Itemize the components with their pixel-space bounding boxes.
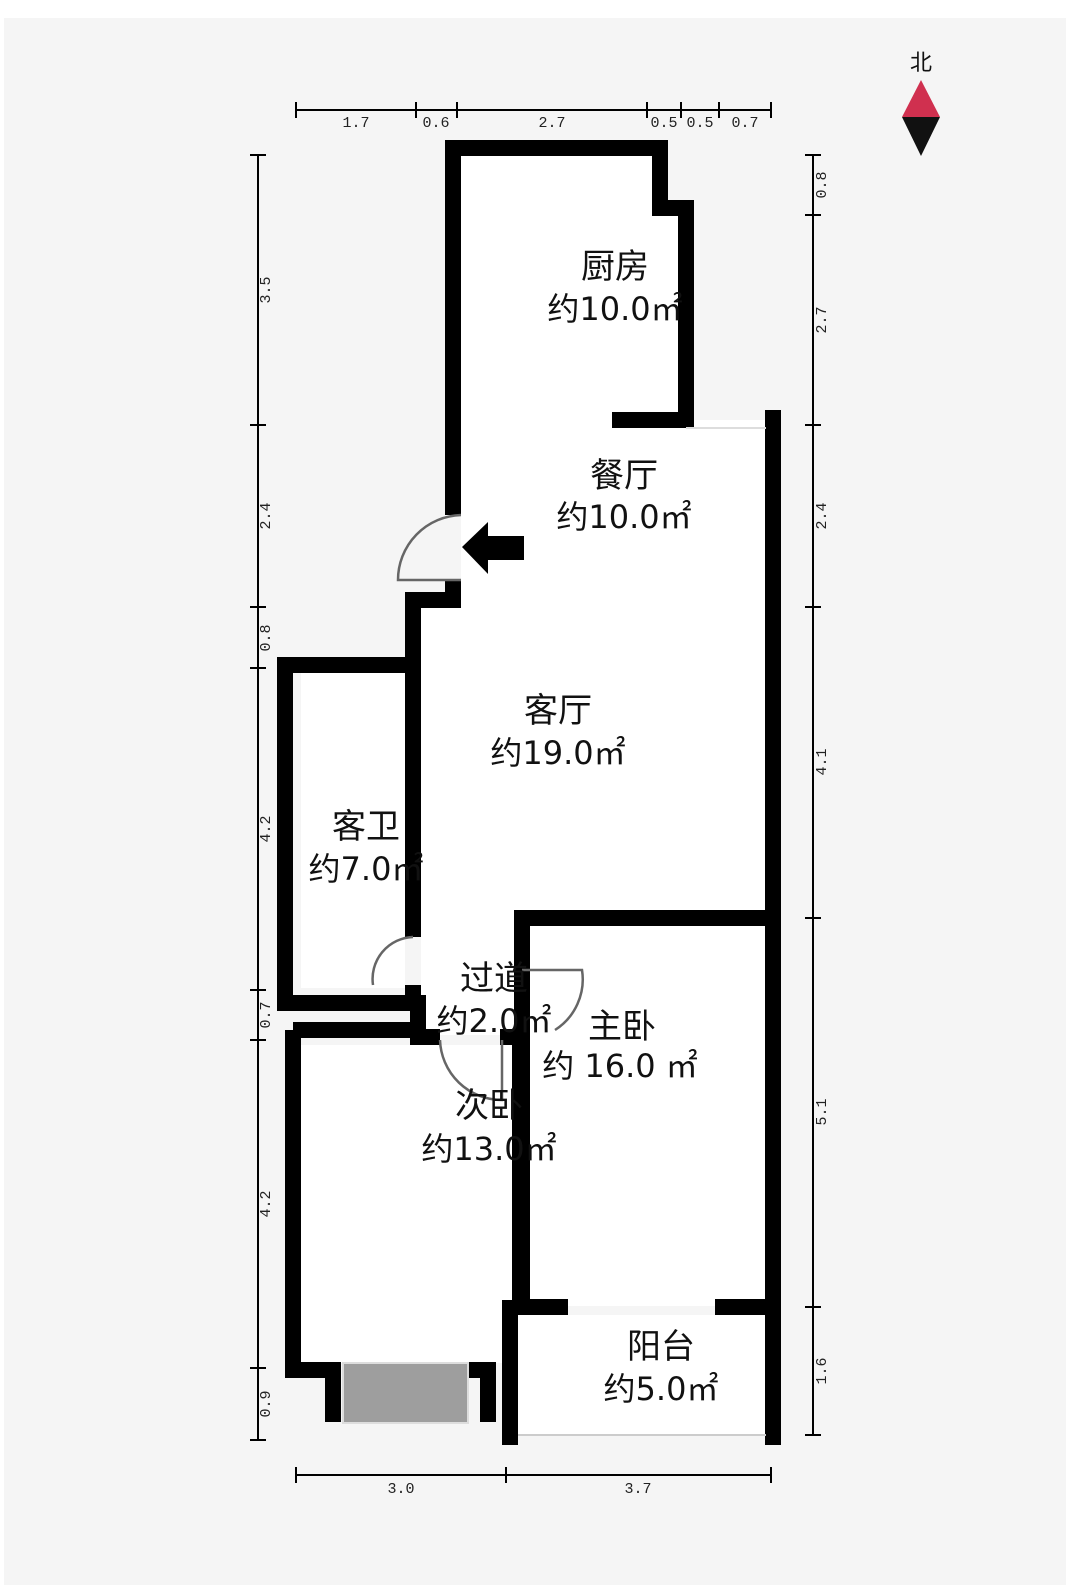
dim-label: 2.4 bbox=[258, 502, 275, 529]
dimension-right: 0.8 2.7 2.4 4.1 5.1 1.6 bbox=[805, 154, 831, 1436]
dim-label: 3.0 bbox=[387, 1481, 414, 1498]
room-area: 约19.0㎡ bbox=[490, 734, 625, 772]
dim-label: 0.5 bbox=[650, 115, 677, 132]
dim-label: 5.1 bbox=[814, 1098, 831, 1125]
room-name: 客厅 bbox=[524, 691, 592, 731]
dim-label: 1.7 bbox=[342, 115, 369, 132]
room-area: 约5.0㎡ bbox=[604, 1370, 719, 1408]
compass-north-icon bbox=[902, 80, 940, 117]
dim-label: 0.7 bbox=[258, 1001, 275, 1028]
dim-label: 0.8 bbox=[258, 624, 275, 651]
room-area: 约7.0㎡ bbox=[309, 850, 424, 888]
room-name: 过道 bbox=[460, 959, 528, 999]
room-area: 约13.0㎡ bbox=[421, 1130, 556, 1168]
dim-label: 3.7 bbox=[624, 1481, 651, 1498]
room-name: 厨房 bbox=[581, 247, 649, 287]
arrow-left-icon bbox=[462, 522, 524, 574]
second-bedroom-door[interactable] bbox=[438, 1039, 504, 1102]
entrance-door[interactable] bbox=[396, 513, 462, 582]
dim-label: 1.6 bbox=[814, 1357, 831, 1384]
dim-label: 2.7 bbox=[814, 306, 831, 333]
dim-label: 0.7 bbox=[731, 115, 758, 132]
bathroom-door[interactable] bbox=[371, 935, 414, 986]
dim-label: 0.6 bbox=[422, 115, 449, 132]
room-area: 约10.0㎡ bbox=[547, 290, 682, 328]
dim-label: 4.2 bbox=[258, 815, 275, 842]
room-guest-bathroom: 客卫 约7.0㎡ bbox=[309, 807, 424, 888]
room-name: 客卫 bbox=[332, 807, 400, 847]
window bbox=[342, 1362, 469, 1424]
room-area: 约2.0㎡ bbox=[437, 1002, 552, 1040]
dim-label: 4.1 bbox=[814, 748, 831, 775]
room-area: 约 16.0 ㎡ bbox=[542, 1047, 698, 1085]
room-kitchen: 厨房 约10.0㎡ bbox=[547, 247, 682, 328]
dimension-top: 1.7 0.6 2.7 0.5 0.5 0.7 bbox=[295, 102, 772, 132]
dimension-bottom: 3.0 3.7 bbox=[295, 1467, 772, 1498]
room-living: 客厅 约19.0㎡ bbox=[490, 691, 625, 772]
room-hallway: 过道 约2.0㎡ bbox=[437, 959, 552, 1040]
room-area: 约10.0㎡ bbox=[556, 498, 691, 536]
room-floors bbox=[301, 156, 766, 1435]
walls bbox=[277, 140, 781, 1445]
room-name: 餐厅 bbox=[590, 456, 658, 496]
dim-label: 4.2 bbox=[258, 1190, 275, 1217]
dim-label: 0.5 bbox=[686, 115, 713, 132]
doors bbox=[371, 513, 584, 1102]
master-bedroom-door[interactable] bbox=[522, 968, 584, 1032]
room-name: 次卧 bbox=[455, 1086, 523, 1126]
room-name: 主卧 bbox=[588, 1007, 656, 1047]
compass-north-label: 北 bbox=[910, 51, 932, 76]
compass-south-icon bbox=[902, 117, 940, 156]
dim-label: 3.5 bbox=[258, 276, 275, 303]
room-dining: 餐厅 约10.0㎡ bbox=[556, 456, 691, 536]
dimension-left: 3.5 2.4 0.8 4.2 0.7 4.2 0.9 bbox=[250, 154, 275, 1441]
compass: 北 bbox=[902, 51, 940, 156]
room-name: 阳台 bbox=[627, 1327, 695, 1367]
dim-label: 0.9 bbox=[258, 1390, 275, 1417]
room-master-bedroom: 主卧 约 16.0 ㎡ bbox=[542, 1007, 698, 1085]
dim-label: 2.7 bbox=[538, 115, 565, 132]
dim-label: 0.8 bbox=[814, 171, 831, 198]
dim-label: 2.4 bbox=[814, 502, 831, 529]
room-balcony: 阳台 约5.0㎡ bbox=[604, 1327, 719, 1408]
room-second-bedroom: 次卧 约13.0㎡ bbox=[421, 1086, 556, 1168]
